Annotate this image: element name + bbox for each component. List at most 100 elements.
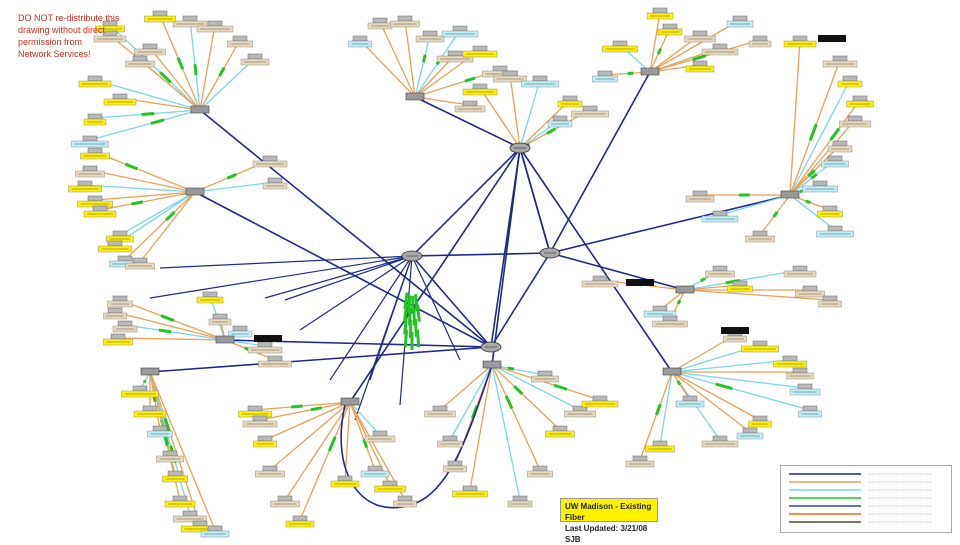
fiber-spoke <box>150 48 200 110</box>
trunk-link <box>195 192 491 347</box>
switch-icon <box>553 426 567 431</box>
switch-icon <box>208 526 222 531</box>
switch-icon <box>78 181 92 186</box>
building-node <box>582 276 618 287</box>
switch-icon <box>583 106 597 111</box>
switch-icon <box>268 178 282 183</box>
trunk-link <box>200 110 491 347</box>
building-node <box>626 456 654 467</box>
cluster-switch-icon <box>663 368 681 375</box>
building-node <box>259 356 292 367</box>
building-node <box>823 56 857 67</box>
building-node <box>361 466 389 477</box>
switch-icon <box>473 84 487 89</box>
fiber-splice <box>417 305 419 322</box>
building-node <box>818 206 843 217</box>
building-node <box>522 76 559 87</box>
notice-line: Network Services! <box>18 48 143 60</box>
fiber-spoke <box>660 372 672 445</box>
building-node <box>796 286 825 297</box>
fiber-spoke <box>720 195 790 215</box>
switch-icon <box>828 156 842 161</box>
fiber-splice <box>774 212 778 217</box>
hub-routers <box>402 143 560 352</box>
building-label-dark <box>818 35 846 42</box>
switch-icon <box>653 441 667 446</box>
switch-icon <box>193 521 207 526</box>
building-node <box>173 16 207 27</box>
switch-icon <box>443 436 457 441</box>
fiber-splice <box>219 68 224 76</box>
building-node <box>72 136 109 147</box>
switch-icon <box>613 41 627 46</box>
building-node <box>84 114 106 125</box>
switch-icon <box>448 461 462 466</box>
fiber-spoke <box>790 80 850 195</box>
building-node <box>646 441 675 452</box>
fiber-splice <box>506 396 512 409</box>
building-node <box>108 296 133 307</box>
fiber-splice <box>554 385 567 389</box>
switch-icon <box>753 416 767 421</box>
switch-icon <box>693 31 707 36</box>
switch-icon <box>503 71 517 76</box>
switch-icon <box>453 26 467 31</box>
switch-icon <box>143 406 157 411</box>
switch-icon <box>113 296 127 301</box>
fiber-spoke <box>118 338 225 340</box>
switch-icon <box>88 76 102 81</box>
switch-icon <box>713 211 727 216</box>
building-node <box>582 396 618 407</box>
switch-icon <box>268 356 282 361</box>
switch-icon <box>163 451 177 456</box>
building-label-dark <box>721 327 749 334</box>
fiber-splice <box>701 279 705 281</box>
building-node <box>658 24 682 35</box>
building-node <box>81 148 110 159</box>
building-node <box>157 451 184 462</box>
cluster-switch-icon <box>341 398 359 405</box>
switch-icon <box>83 136 97 141</box>
fiber-spoke <box>492 365 580 410</box>
switch-icon <box>113 231 127 236</box>
switch-icon <box>168 471 182 476</box>
notice-line: permission from <box>18 36 143 48</box>
switch-icon <box>258 342 272 347</box>
switch-icon <box>843 76 857 81</box>
building-node <box>256 466 285 477</box>
switch-icon <box>118 256 132 261</box>
switch-icon <box>823 296 837 301</box>
fiber-spoke <box>140 192 195 262</box>
trunk-link <box>150 347 491 372</box>
fiber-splice <box>151 120 164 124</box>
building-node <box>822 156 849 167</box>
fiber-splice <box>423 55 425 62</box>
fiber-spoke <box>492 365 600 400</box>
switch-icon <box>263 466 277 471</box>
switch-icon <box>208 21 222 26</box>
switch-icon <box>593 276 607 281</box>
building-node <box>847 96 874 107</box>
last-updated: Last Updated: 3/21/08 SJB <box>565 523 653 545</box>
building-node <box>686 61 714 72</box>
fiber-splice <box>405 330 406 347</box>
switch-icon <box>803 406 817 411</box>
building-node <box>78 196 113 207</box>
switch-icon <box>693 191 707 196</box>
switch-icon <box>373 18 387 23</box>
fiber-splice <box>195 64 196 75</box>
building-node <box>241 54 269 65</box>
switch-icon <box>133 386 147 391</box>
switch-icon <box>848 116 862 121</box>
trunk-link <box>330 256 412 380</box>
cluster-switch-icon <box>676 286 694 293</box>
building-node <box>104 94 136 105</box>
switch-icon <box>798 384 812 389</box>
cluster-switch-icon <box>216 336 234 343</box>
building-node <box>840 116 871 127</box>
switch-icon <box>683 396 697 401</box>
switch-icon <box>258 436 272 441</box>
switch-icon <box>833 56 847 61</box>
building-node <box>76 166 105 177</box>
building-node <box>565 406 596 417</box>
